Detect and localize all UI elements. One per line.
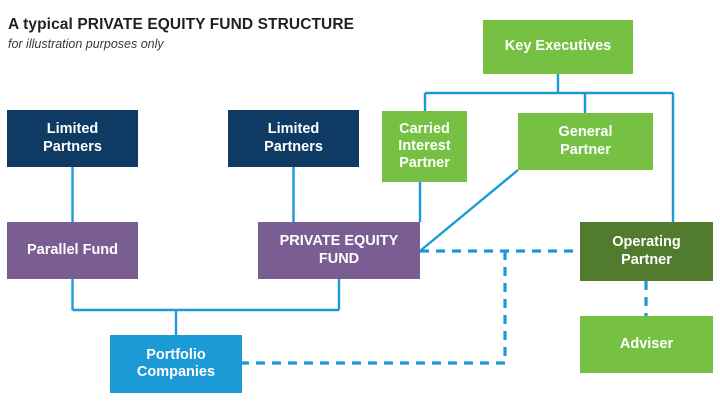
node-operating-partner[interactable]: Operating Partner	[580, 222, 713, 281]
node-label-portfolio-companies: Portfolio Companies	[136, 346, 216, 380]
node-label-operating-partner: Operating Partner	[612, 234, 681, 268]
node-label-carried-interest-partner: Carried Interest Partner	[398, 120, 451, 172]
connector-general-partner-to-pe-fund-diag	[419, 169, 519, 252]
node-limited-partners-right[interactable]: Limited Partners	[228, 110, 359, 167]
node-label-key-executives: Key Executives	[504, 38, 612, 55]
node-key-executives[interactable]: Key Executives	[483, 20, 633, 74]
title-block: A typical PRIVATE EQUITY FUND STRUCTURE …	[8, 16, 428, 51]
node-label-adviser: Adviser	[619, 335, 674, 352]
node-limited-partners-left[interactable]: Limited Partners	[7, 110, 138, 167]
node-private-equity-fund[interactable]: PRIVATE EQUITY FUND	[258, 222, 420, 279]
node-carried-interest-partner[interactable]: Carried Interest Partner	[382, 111, 467, 182]
node-label-limited-partners-right: Limited Partners	[264, 121, 323, 155]
page-title: A typical PRIVATE EQUITY FUND STRUCTURE	[8, 16, 355, 33]
node-adviser[interactable]: Adviser	[580, 316, 713, 373]
node-portfolio-companies[interactable]: Portfolio Companies	[110, 335, 242, 393]
node-parallel-fund[interactable]: Parallel Fund	[7, 222, 138, 279]
page-subtitle: for illustration purposes only	[8, 36, 164, 51]
connector-dashed-pe-fund-branch-to-portfolio	[242, 251, 507, 365]
node-label-parallel-fund: Parallel Fund	[26, 241, 119, 258]
node-label-limited-partners-left: Limited Partners	[43, 121, 102, 155]
node-general-partner[interactable]: General Partner	[518, 113, 653, 170]
node-label-private-equity-fund: PRIVATE EQUITY FUND	[279, 233, 399, 267]
node-label-general-partner: General Partner	[558, 124, 613, 158]
